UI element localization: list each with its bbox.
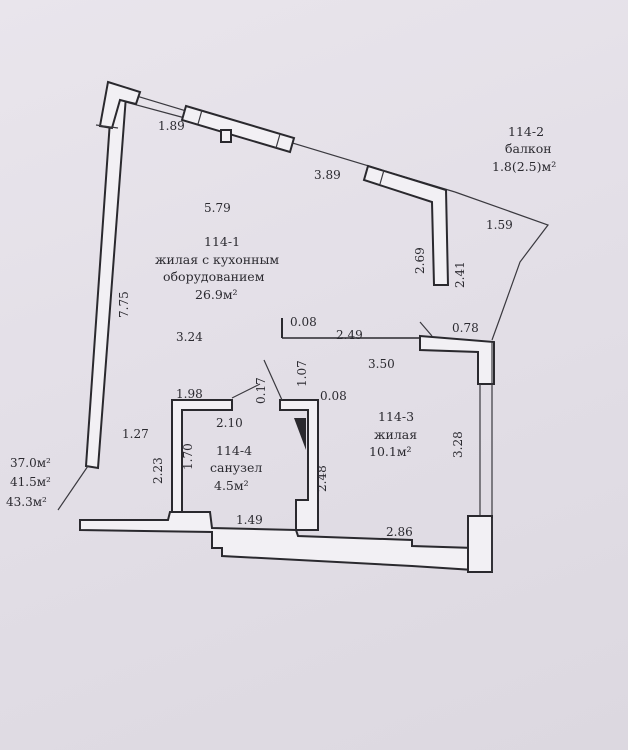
dim-3-28: 3.28 bbox=[451, 431, 465, 458]
bottom-right-column bbox=[467, 515, 493, 573]
dim-2-23: 2.23 bbox=[151, 457, 165, 484]
dim-3-89: 3.89 bbox=[314, 168, 341, 182]
dim-1-49: 1.49 bbox=[236, 513, 263, 527]
window-tick-2 bbox=[275, 133, 281, 149]
dim-7-75: 7.75 bbox=[117, 291, 131, 318]
bottom-wall bbox=[79, 511, 475, 572]
room3-name: жилая bbox=[374, 427, 417, 442]
door-swing bbox=[294, 418, 306, 450]
total-area-3: 43.3м² bbox=[6, 495, 47, 509]
bathroom-wall-right bbox=[279, 399, 319, 531]
right-upper-wall bbox=[362, 164, 450, 286]
dim-0-08-bath: 0.08 bbox=[320, 389, 347, 403]
window-tick-1 bbox=[197, 109, 203, 125]
corner-tick bbox=[95, 124, 119, 129]
dim-1-89: 1.89 bbox=[158, 119, 185, 133]
balcony-outline bbox=[454, 191, 549, 341]
left-wall bbox=[84, 90, 128, 470]
total-area-1: 37.0м² bbox=[10, 456, 51, 470]
room1-area: 26.9м² bbox=[195, 287, 238, 302]
bath-dim-lead-2 bbox=[231, 383, 261, 399]
dim-3-50: 3.50 bbox=[368, 357, 395, 371]
dim-1-70: 1.70 bbox=[181, 443, 195, 470]
dim-3-24: 3.24 bbox=[176, 330, 203, 344]
room2-id: 114-2 bbox=[508, 124, 544, 139]
dim-1-59: 1.59 bbox=[486, 218, 513, 232]
dim-2-10: 2.10 bbox=[216, 416, 243, 430]
dim-2-86: 2.86 bbox=[386, 525, 413, 539]
dim-2-69: 2.69 bbox=[413, 247, 427, 274]
dim-1-07: 1.07 bbox=[295, 360, 309, 387]
room4-name: санузел bbox=[210, 460, 262, 475]
dim-0-08-top: 0.08 bbox=[290, 315, 317, 329]
room3-id: 114-3 bbox=[378, 409, 414, 424]
dim-1-27: 1.27 bbox=[122, 427, 149, 441]
room2-area: 1.8(2.5)м² bbox=[492, 159, 556, 174]
room1-line2: оборудованием bbox=[163, 269, 265, 284]
bath-dim-lead bbox=[263, 359, 283, 401]
total-area-2: 41.5м² bbox=[10, 475, 51, 489]
room4-id: 114-4 bbox=[216, 443, 252, 458]
vent-shaft bbox=[220, 129, 232, 143]
room3-area: 10.1м² bbox=[369, 444, 412, 459]
totals-leader bbox=[57, 465, 89, 511]
room4-area: 4.5м² bbox=[214, 478, 249, 493]
dim-1-98: 1.98 bbox=[176, 387, 203, 401]
dim-lead bbox=[419, 321, 433, 337]
room1-id: 114-1 bbox=[204, 234, 240, 249]
dim-2-41: 2.41 bbox=[453, 261, 467, 288]
room2-name: балкон bbox=[505, 141, 552, 156]
dim-5-79: 5.79 bbox=[204, 201, 231, 215]
top-wall-segment-1 bbox=[180, 104, 296, 154]
window-tick-3 bbox=[379, 169, 385, 185]
dim-0-78: 0.78 bbox=[452, 321, 479, 335]
dim-0-17: 0.17 bbox=[254, 377, 268, 404]
dim-2-49: 2.49 bbox=[336, 328, 363, 342]
dim-2-48: 2.48 bbox=[315, 465, 329, 492]
room1-line1: жилая с кухонным bbox=[155, 252, 279, 267]
bedroom-top-wall bbox=[419, 334, 495, 385]
